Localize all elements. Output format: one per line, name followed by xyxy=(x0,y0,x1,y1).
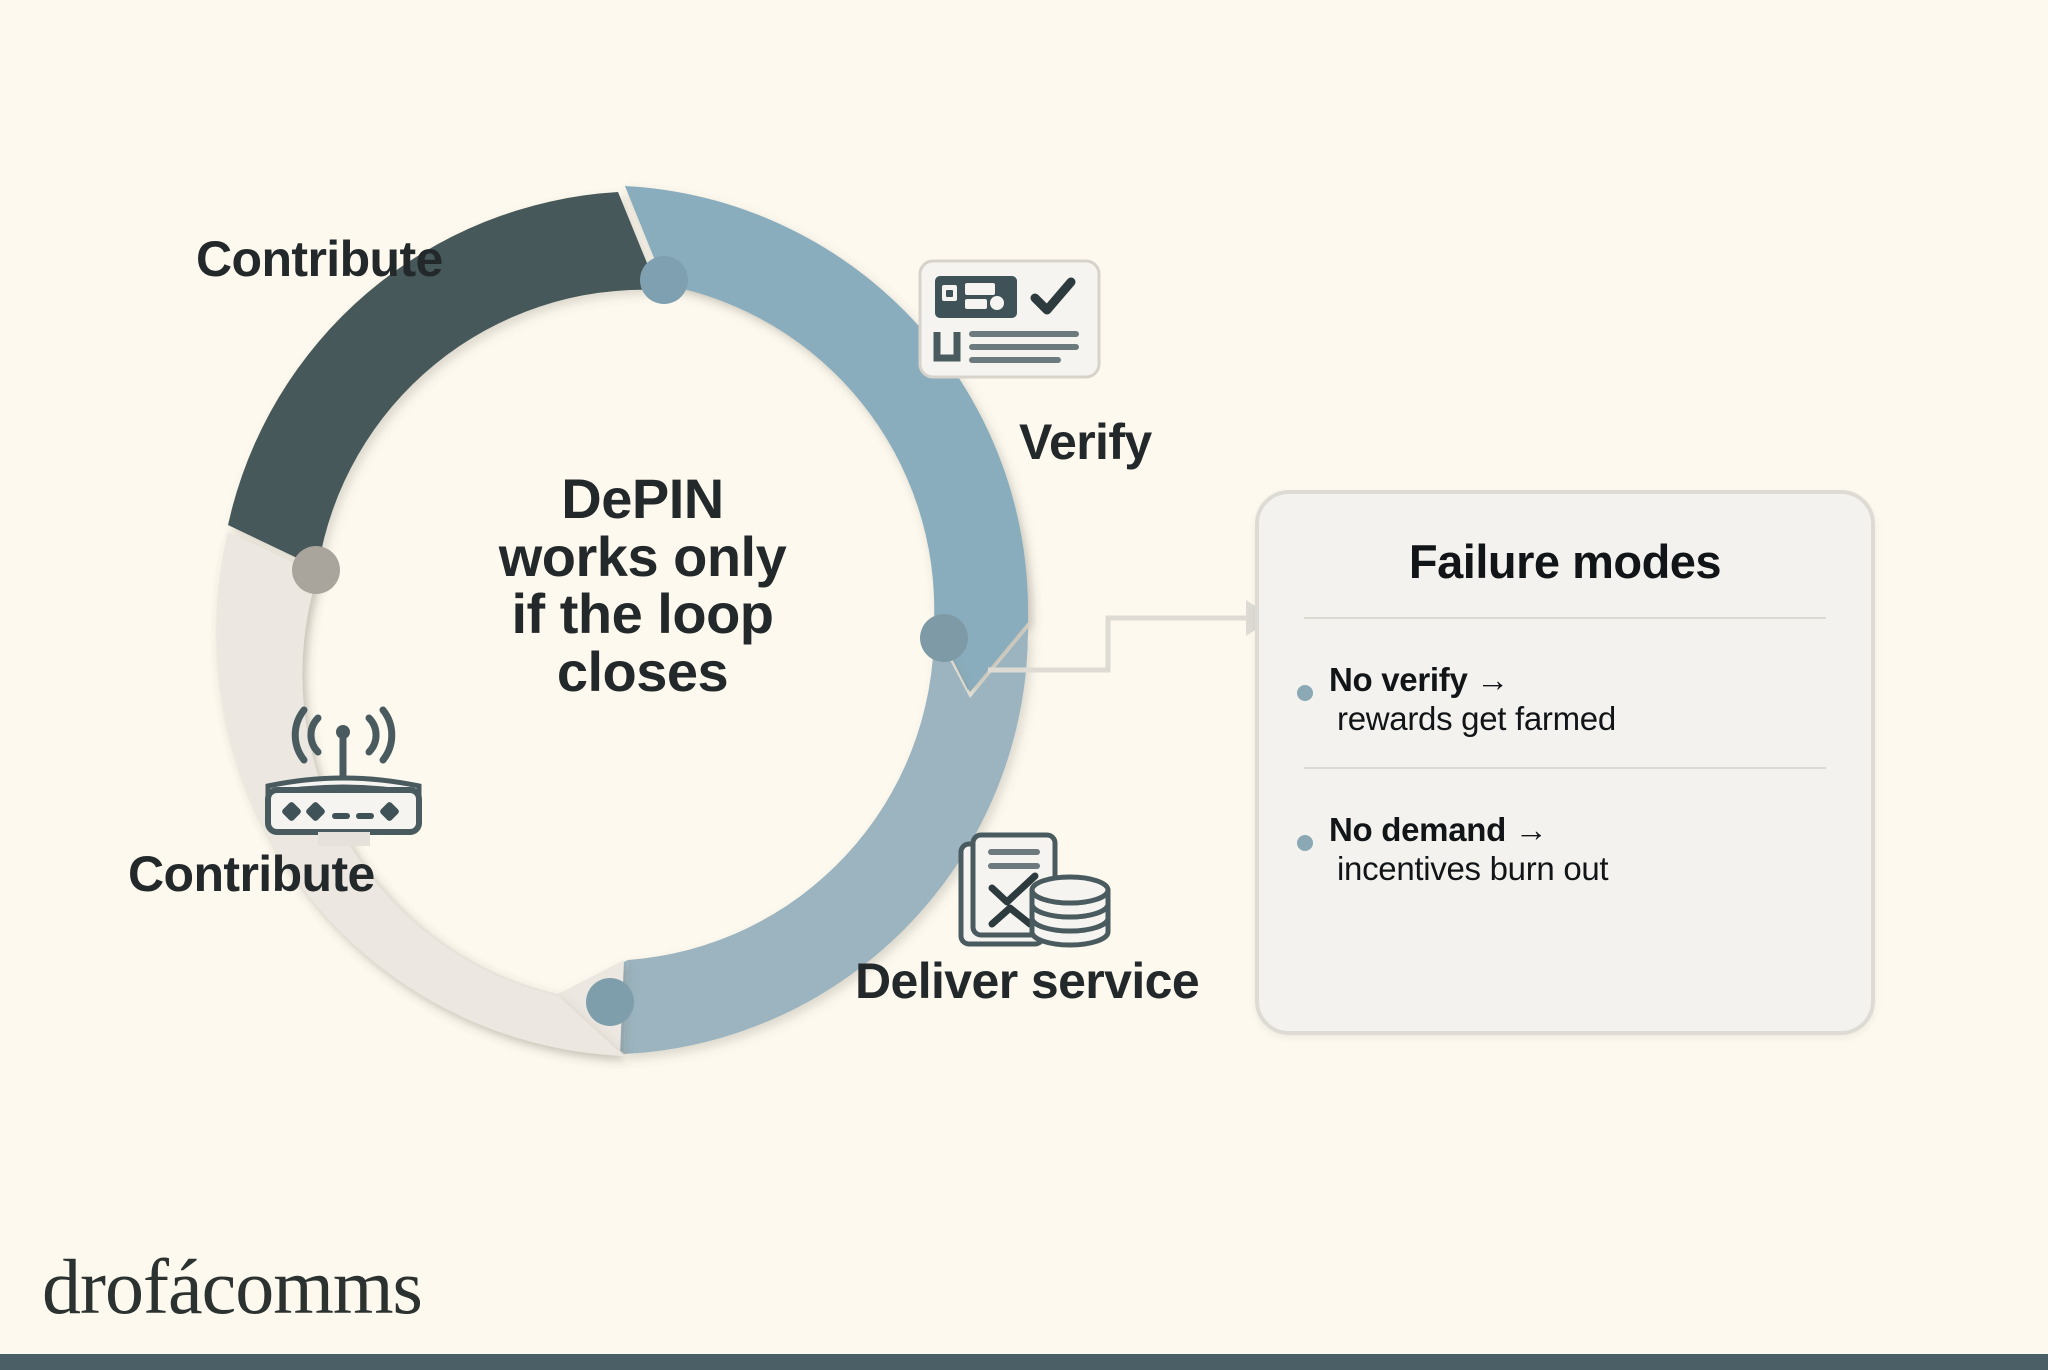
joint-dot-right xyxy=(920,614,968,662)
failure-mode-head: No verify → xyxy=(1329,661,1510,698)
failure-mode-item: No demand → incentives burn out xyxy=(1297,811,1821,889)
bottom-accent-bar xyxy=(0,1354,2048,1370)
failure-mode-sub: incentives burn out xyxy=(1337,849,1609,887)
failure-mode-sub: rewards get farmed xyxy=(1337,699,1616,737)
label-contribute-bottom: Contribute xyxy=(128,846,375,902)
segment-contribute-top[interactable] xyxy=(228,192,658,568)
joint-dot-top xyxy=(640,256,688,304)
panel-title: Failure modes xyxy=(1408,535,1722,588)
panel-connector xyxy=(988,615,1256,673)
brand-logo: drofácomms xyxy=(42,1243,423,1330)
segment-deliver[interactable] xyxy=(624,628,1029,1054)
segment-verify-body[interactable] xyxy=(625,186,1028,692)
verify-card-icon xyxy=(917,258,1102,383)
bullet-icon xyxy=(1297,834,1313,851)
wifi-router-icon xyxy=(256,700,431,855)
label-verify: Verify xyxy=(1019,414,1152,470)
joint-dot-left xyxy=(292,546,340,594)
label-deliver-service: Deliver service xyxy=(855,953,1200,1009)
failure-mode-item: No verify → rewards get farmed xyxy=(1297,661,1821,739)
joint-dot-bottom xyxy=(586,978,634,1026)
panel-divider-1 xyxy=(1304,617,1826,619)
bullet-icon xyxy=(1297,685,1313,701)
failure-modes-panel: Failure modes No verify → rewards get fa… xyxy=(1255,490,1875,1035)
document-check-coins-icon xyxy=(955,832,1115,957)
center-statement: DePIN works only if the loop closes xyxy=(498,467,787,704)
panel-divider-2 xyxy=(1304,766,1826,769)
label-contribute-top: Contribute xyxy=(196,231,443,287)
failure-mode-head: No demand → xyxy=(1329,810,1548,848)
